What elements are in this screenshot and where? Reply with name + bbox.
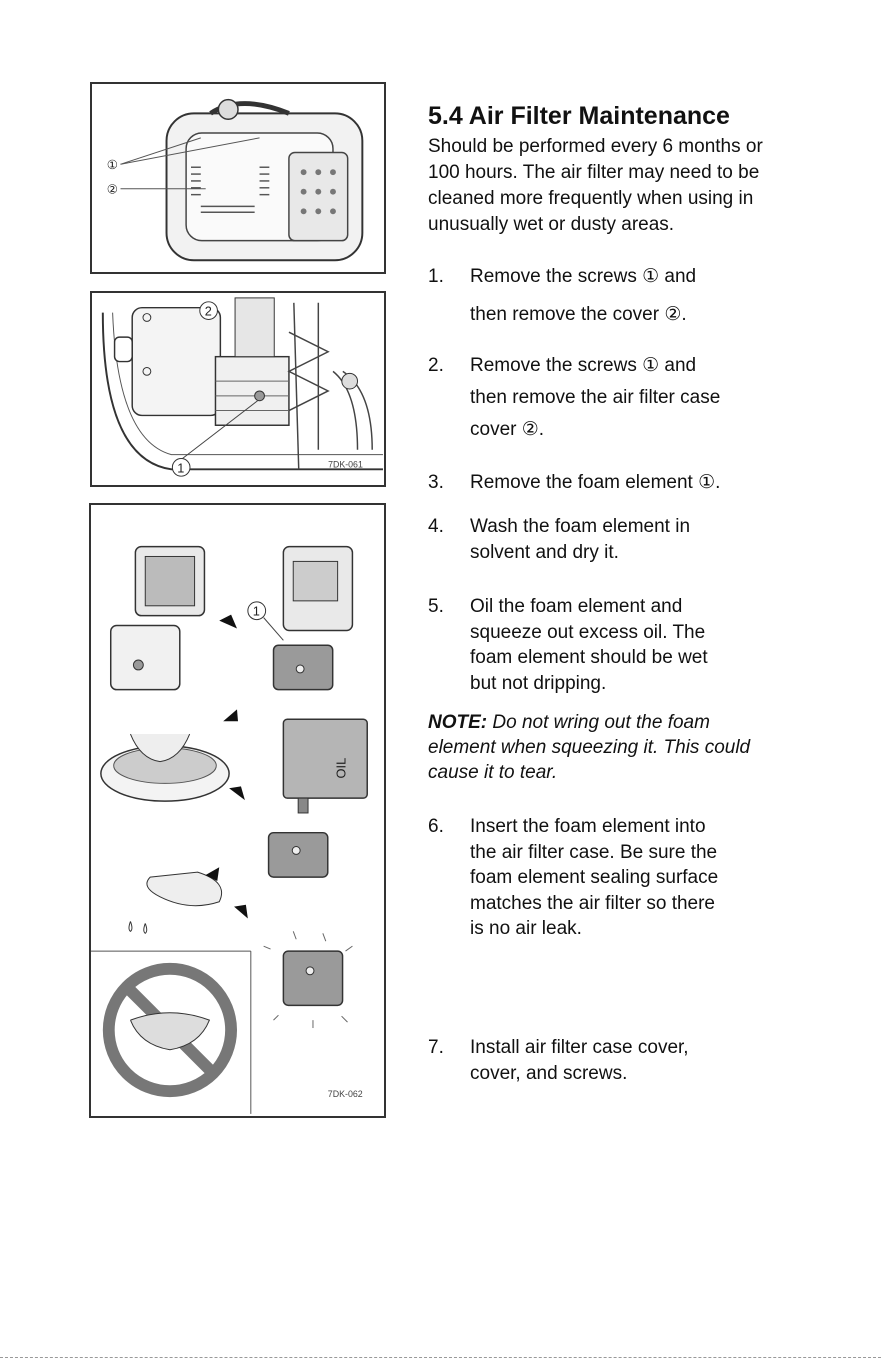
- step-7: 7. Install air filter case cover, cover,…: [428, 1035, 868, 1087]
- step-2: 2. Remove the screws ① and then remove t…: [428, 350, 868, 446]
- step-number: 1.: [428, 266, 444, 287]
- note-label: NOTE:: [428, 712, 488, 733]
- note-line: Do not wring out the foam: [487, 712, 710, 733]
- step-line: cover ②.: [470, 419, 545, 440]
- note-line: cause it to tear.: [428, 762, 558, 783]
- step-number: 7.: [428, 1037, 444, 1058]
- cover-illustration: 1 2 7DK-061: [101, 297, 383, 477]
- figure-cover-removal: 1 2 7DK-061: [90, 291, 386, 487]
- intro-line: cleaned more frequently when using in: [428, 188, 754, 209]
- generator-illustration: ① ②: [107, 98, 364, 262]
- step-line: Remove the foam element ①.: [470, 472, 721, 493]
- note-line: element when squeezing it. This could: [428, 737, 751, 758]
- oil-label: OIL: [334, 758, 349, 779]
- figure-foam-cleaning: 1 OIL 7DK-062: [89, 503, 386, 1118]
- step-line: then remove the cover ②.: [470, 304, 687, 325]
- section-title: 5.4 Air Filter Maintenance: [428, 102, 730, 130]
- step-line: squeeze out excess oil. The: [470, 621, 706, 643]
- intro-line: Should be performed every 6 months or: [428, 136, 763, 157]
- foam-cleaning-illustration: 1 OIL 7DK-062: [91, 545, 368, 1114]
- step-number: 3.: [428, 472, 444, 493]
- intro-line: unusually wet or dusty areas.: [428, 214, 675, 235]
- callout-2: ②: [107, 182, 118, 197]
- step-1: 1. Remove the screws ① and then remove t…: [428, 258, 868, 334]
- step-3: 3. Remove the foam element ①.: [428, 470, 868, 496]
- step-line: matches the air filter so there: [470, 892, 715, 914]
- figure-generator-exterior: ① ②: [90, 82, 386, 274]
- step-line: Remove the screws ① and: [470, 355, 697, 376]
- step-line: Remove the screws ① and: [470, 266, 697, 287]
- intro-line: 100 hours. The air filter may need to be: [428, 162, 760, 183]
- step-line: the air filter case. Be sure the: [470, 841, 718, 863]
- step-line: then remove the air filter case: [470, 387, 721, 408]
- step-5: 5. Oil the foam element and squeeze out …: [428, 594, 868, 696]
- section-header: 5.4 Air Filter Maintenance Should be per…: [428, 100, 868, 238]
- step-line: Insert the foam element into: [470, 816, 706, 837]
- step-line: but not dripping.: [470, 672, 607, 694]
- step-line: solvent and dry it.: [470, 542, 619, 563]
- step-line: Oil the foam element and: [470, 596, 683, 617]
- step-line: foam element should be wet: [470, 647, 708, 668]
- step-number: 4.: [428, 516, 444, 537]
- callout-2: 2: [205, 304, 212, 319]
- section-intro: Should be performed every 6 months or 10…: [428, 134, 868, 238]
- callout-1: 1: [177, 460, 184, 475]
- step-line: cover, and screws.: [470, 1063, 628, 1084]
- figure-code: 7DK-062: [328, 1089, 363, 1099]
- step-number: 5.: [428, 596, 444, 617]
- step-line: Install air filter case cover,: [470, 1037, 689, 1058]
- figure-code: 7DK-061: [328, 459, 363, 469]
- callout-1: ①: [107, 157, 118, 172]
- step-line: Wash the foam element in: [470, 516, 691, 537]
- callout-1: 1: [253, 604, 260, 619]
- step-number: 6.: [428, 816, 444, 837]
- note-block: NOTE: Do not wring out the foam element …: [428, 710, 868, 785]
- step-line: foam element sealing surface: [470, 867, 719, 888]
- step-6: 6. Insert the foam element into the air …: [428, 814, 868, 942]
- step-4: 4. Wash the foam element in solvent and …: [428, 514, 868, 566]
- step-number: 2.: [428, 355, 444, 376]
- step-line: is no air leak.: [470, 918, 582, 939]
- page-bottom-rule: [0, 1357, 881, 1358]
